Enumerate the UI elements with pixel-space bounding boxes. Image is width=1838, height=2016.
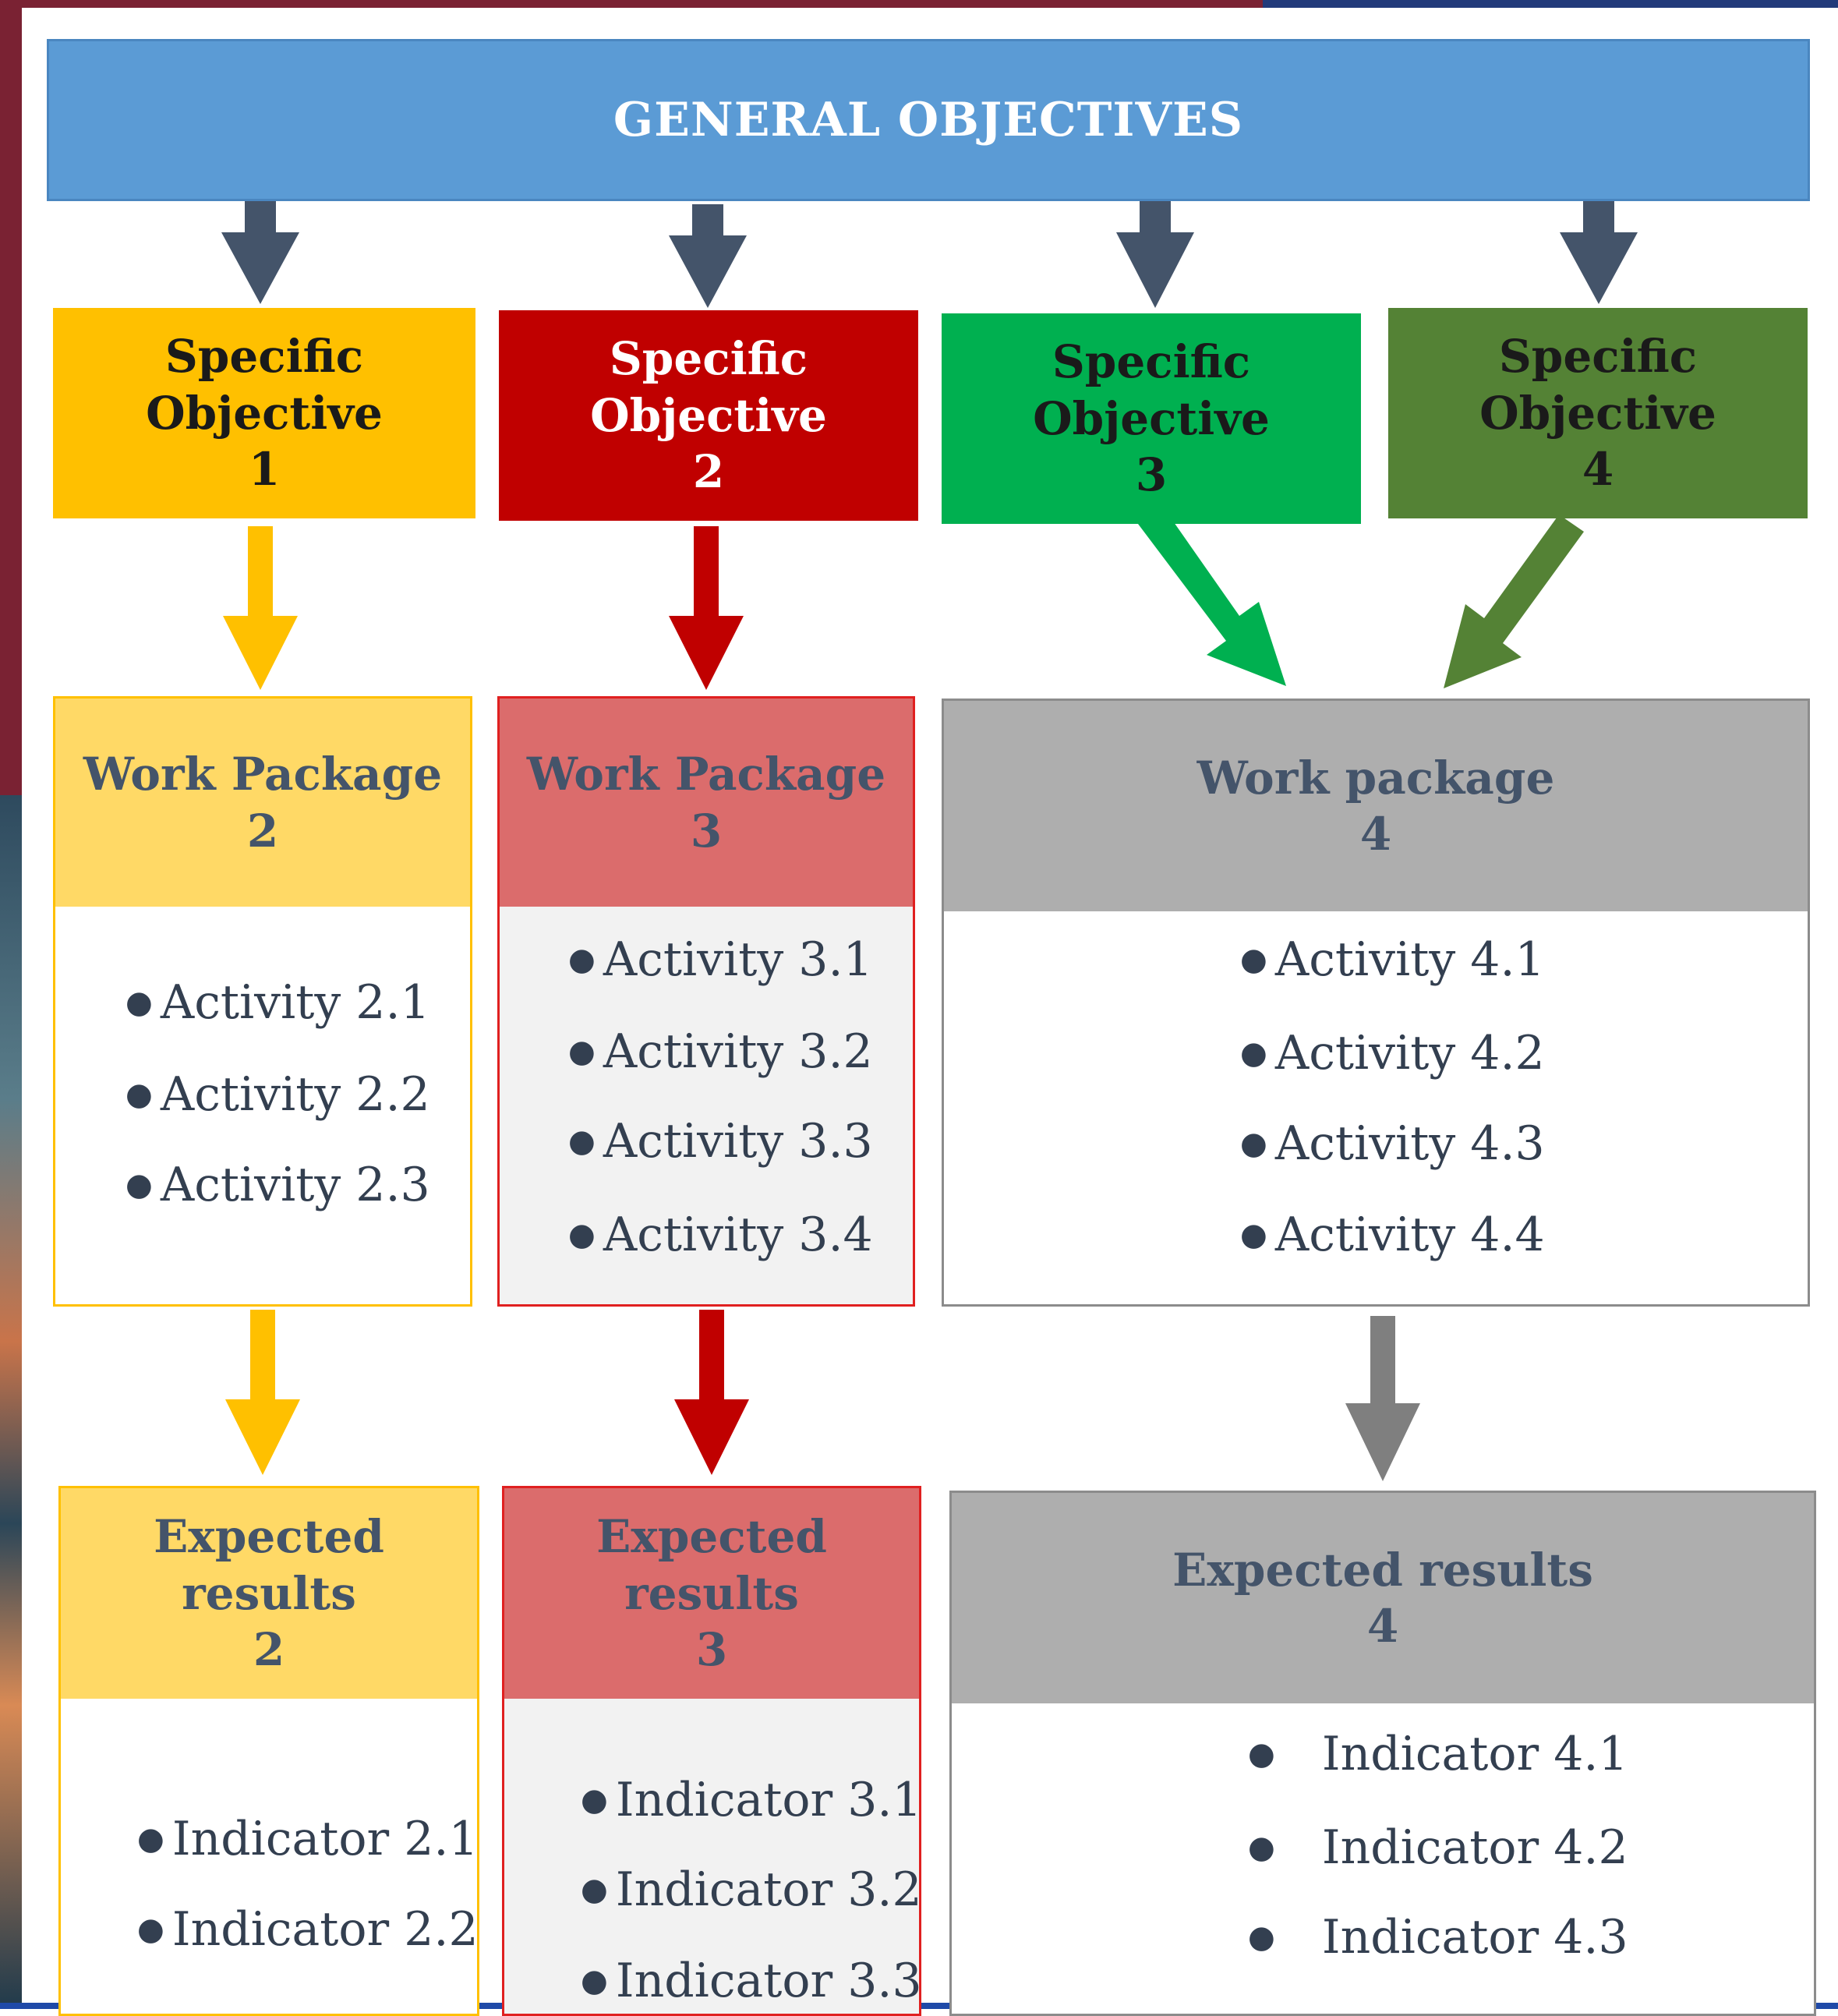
work-package-number: 4 xyxy=(1359,808,1392,861)
specific-objective-4: Specific Objective 4 xyxy=(1388,308,1808,518)
general-objectives-box: GENERAL OBJECTIVES xyxy=(47,39,1810,201)
bullet-icon: ● xyxy=(568,1123,596,1159)
objective-label: Objective xyxy=(1033,391,1270,445)
work-package-2: Work Package 2 ●Activity 2.1 ●Activity 2… xyxy=(53,696,472,1307)
list-item: ●Indicator 3.1 xyxy=(581,1773,922,1827)
expected-results-number: 3 xyxy=(695,1623,728,1677)
specific-objective-3: Specific Objective 3 xyxy=(942,313,1361,524)
work-package-title: Work Package xyxy=(83,748,443,801)
expected-results-3-header: Expected results 3 xyxy=(504,1488,919,1699)
list-item: ●Indicator 4.1 xyxy=(1248,1727,1628,1781)
bullet-icon: ● xyxy=(125,985,153,1020)
list-item: ●Activity 2.1 xyxy=(125,975,430,1030)
bullet-icon: ● xyxy=(1248,1919,1275,1955)
expected-results-number: 4 xyxy=(1366,1600,1399,1653)
work-package-number: 3 xyxy=(690,804,723,858)
expected-results-number: 2 xyxy=(253,1623,285,1677)
bullet-icon: ● xyxy=(1240,1126,1267,1162)
general-objectives-title: GENERAL OBJECTIVES xyxy=(613,93,1244,147)
background-edge-photo xyxy=(0,795,22,2009)
objective-number: 3 xyxy=(1135,448,1168,502)
objective-label: Specific xyxy=(164,330,364,384)
list-item: ●Activity 4.4 xyxy=(1240,1208,1545,1262)
objective-label: Objective xyxy=(1479,386,1716,440)
objective-label: Objective xyxy=(146,386,383,440)
list-item: ●Indicator 4.3 xyxy=(1248,1910,1628,1965)
arrow-wp-2-to-er-2 xyxy=(225,1310,300,1475)
list-item: ●Indicator 2.1 xyxy=(137,1812,479,1866)
specific-objective-1: Specific Objective 1 xyxy=(53,308,475,518)
list-item: ●Activity 4.3 xyxy=(1240,1116,1545,1171)
bullet-icon: ● xyxy=(568,1034,596,1070)
objective-number: 1 xyxy=(248,443,281,497)
bullet-icon: ● xyxy=(1240,942,1267,978)
bullet-icon: ● xyxy=(1240,1217,1267,1253)
arrow-general-to-objective-3 xyxy=(1116,201,1194,308)
list-item: ●Activity 4.2 xyxy=(1240,1026,1545,1081)
objective-number: 4 xyxy=(1582,443,1614,497)
expected-results-title: Expected xyxy=(154,1510,384,1564)
expected-results-title: Expected results xyxy=(1172,1543,1593,1597)
expected-results-2-header: Expected results 2 xyxy=(61,1488,477,1699)
bullet-icon: ● xyxy=(1240,1035,1267,1071)
list-item: ●Indicator 3.2 xyxy=(581,1862,922,1917)
objective-label: Objective xyxy=(590,388,827,442)
expected-results-title: results xyxy=(624,1566,799,1620)
background-edge-top xyxy=(0,0,1263,8)
list-item: ●Indicator 3.3 xyxy=(581,1954,922,2008)
objective-label: Specific xyxy=(1052,335,1251,389)
bullet-icon: ● xyxy=(125,1167,153,1203)
list-item: ●Activity 2.3 xyxy=(125,1158,430,1212)
work-package-3-header: Work Package 3 xyxy=(500,699,913,907)
bullet-icon: ● xyxy=(137,1912,164,1947)
expected-results-title: results xyxy=(182,1566,356,1620)
bullet-icon: ● xyxy=(581,1782,608,1818)
list-item: ●Activity 3.1 xyxy=(568,932,873,987)
bullet-icon: ● xyxy=(568,1217,596,1253)
list-item: ●Activity 3.2 xyxy=(568,1024,873,1079)
work-package-4-header: Work package 4 xyxy=(944,701,1808,911)
list-item: ●Activity 2.2 xyxy=(125,1067,430,1122)
list-item: ●Indicator 2.2 xyxy=(137,1902,479,1957)
bullet-icon: ● xyxy=(137,1821,164,1857)
arrow-objective-3-to-wp-4 xyxy=(1138,507,1286,686)
work-package-title: Work package xyxy=(1196,751,1555,805)
expected-results-title: Expected xyxy=(596,1510,827,1564)
arrow-general-to-objective-2 xyxy=(669,204,747,308)
bullet-icon: ● xyxy=(581,1963,608,1999)
specific-objective-2: Specific Objective 2 xyxy=(499,310,918,521)
arrow-general-to-objective-1 xyxy=(221,201,299,304)
work-package-4: Work package 4 ●Activity 4.1 ●Activity 4… xyxy=(942,699,1810,1307)
background-edge-top-right xyxy=(1263,0,1838,8)
list-item: ●Activity 3.3 xyxy=(568,1114,873,1169)
objective-label: Specific xyxy=(1498,330,1698,384)
objective-label: Specific xyxy=(609,332,808,386)
arrow-objective-2-to-wp-3 xyxy=(669,526,744,690)
work-package-3: Work Package 3 ●Activity 3.1 ●Activity 3… xyxy=(497,696,915,1307)
list-item: ●Activity 3.4 xyxy=(568,1208,873,1262)
list-item: ●Activity 4.1 xyxy=(1240,932,1545,987)
list-item: ●Indicator 4.2 xyxy=(1248,1820,1628,1875)
bullet-icon: ● xyxy=(581,1872,608,1908)
expected-results-4-header: Expected results 4 xyxy=(952,1493,1814,1703)
expected-results-4: Expected results 4 ●Indicator 4.1 ●Indic… xyxy=(949,1491,1816,2016)
arrow-wp-3-to-er-3 xyxy=(674,1310,749,1475)
work-package-title: Work Package xyxy=(526,748,886,801)
arrow-objective-4-to-wp-4 xyxy=(1444,515,1584,688)
bullet-icon: ● xyxy=(568,942,596,978)
work-package-number: 2 xyxy=(246,804,279,858)
objective-number: 2 xyxy=(692,445,725,499)
bullet-icon: ● xyxy=(125,1077,153,1112)
arrow-general-to-objective-4 xyxy=(1560,201,1638,304)
arrow-wp-4-to-er-4 xyxy=(1345,1316,1420,1481)
bullet-icon: ● xyxy=(1248,1830,1275,1866)
expected-results-2: Expected results 2 ●Indicator 2.1 ●Indic… xyxy=(58,1486,479,2016)
expected-results-3: Expected results 3 ●Indicator 3.1 ●Indic… xyxy=(502,1486,922,2016)
work-package-2-header: Work Package 2 xyxy=(55,699,470,907)
arrow-objective-1-to-wp-2 xyxy=(223,526,298,690)
background-edge-left xyxy=(0,0,22,795)
bullet-icon: ● xyxy=(1248,1736,1275,1772)
